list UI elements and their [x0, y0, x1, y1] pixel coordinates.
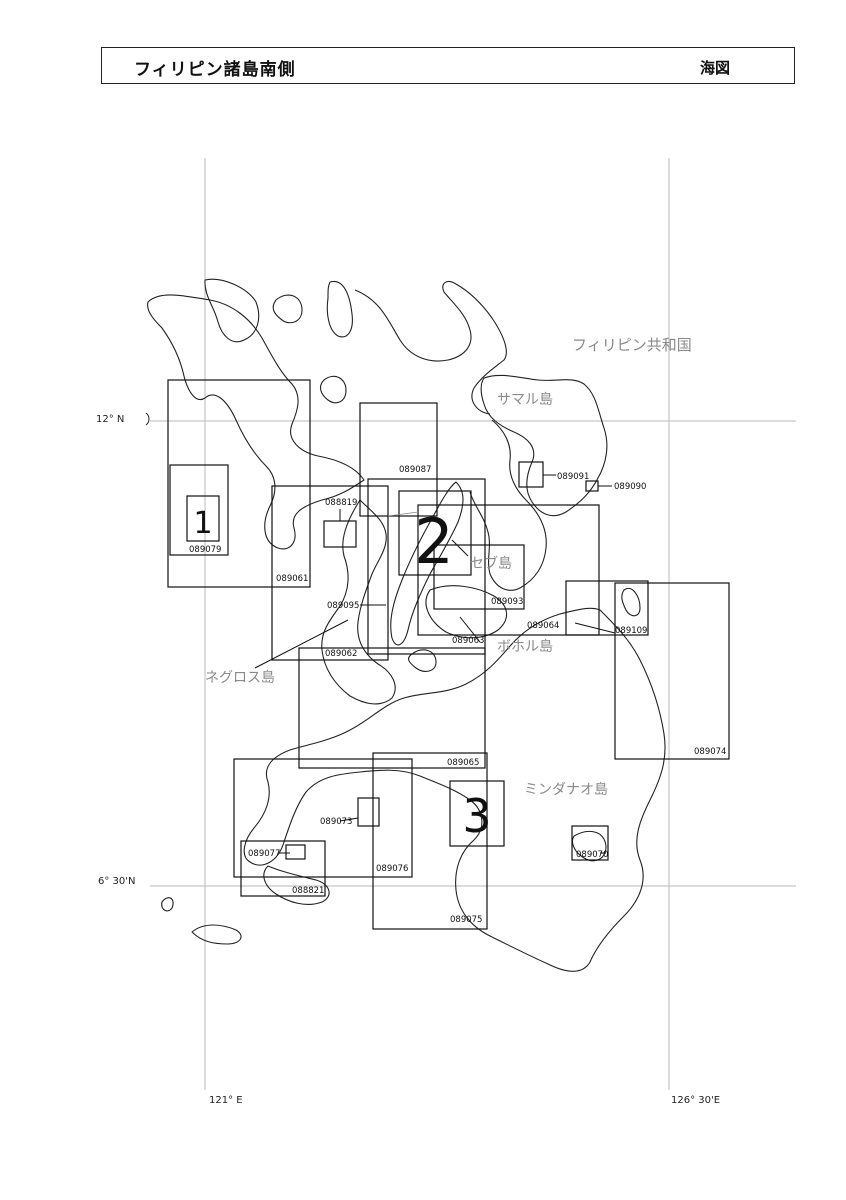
- coast-dinagat: [621, 588, 641, 617]
- chart-label-089075[interactable]: 089075: [450, 915, 482, 925]
- chart-label-089073[interactable]: 089073: [320, 817, 352, 827]
- chart-box-089070[interactable]: [571, 825, 609, 861]
- chart-box-area-2[interactable]: [398, 490, 472, 576]
- coordinate-labels: 12° N 6° 30'N 121° E 126° 30'E: [96, 414, 720, 1106]
- lat-label-6-30n: 6° 30'N: [98, 876, 136, 887]
- chart-label-089079[interactable]: 089079: [189, 545, 221, 555]
- lat-label-12n: 12° N: [96, 414, 124, 425]
- chart-label-089091[interactable]: 089091: [557, 472, 589, 482]
- chart-box-089090[interactable]: [585, 480, 599, 492]
- leader-lines: [254, 474, 616, 854]
- chart-box-088821[interactable]: [240, 840, 326, 897]
- label-pointers: [387, 511, 419, 517]
- chart-box-089074[interactable]: [614, 582, 730, 760]
- chart-box-088819[interactable]: [323, 520, 357, 548]
- chart-label-089095[interactable]: 089095: [327, 601, 359, 611]
- coast-mindoro-south: [204, 278, 260, 343]
- chart-box-089073[interactable]: [357, 797, 380, 827]
- coast-samar: [480, 374, 608, 517]
- area-number-2: 2: [414, 505, 453, 578]
- coast-small-island-a: [272, 294, 303, 324]
- lon-label-126-30e: 126° 30'E: [671, 1095, 720, 1106]
- chart-label-089090[interactable]: 089090: [614, 482, 646, 492]
- coast-masbate: [326, 280, 353, 338]
- chart-label-088819[interactable]: 088819: [325, 498, 357, 508]
- title-bar: フィリピン諸島南側 海図: [101, 47, 795, 84]
- chart-box-089064[interactable]: [417, 504, 600, 636]
- chart-box-089075[interactable]: [372, 752, 488, 930]
- chart-box-089061[interactable]: [271, 485, 389, 661]
- area-3-box[interactable]: [449, 780, 505, 847]
- coast-small-island-b: [319, 375, 347, 404]
- coast-mindanao: [243, 607, 666, 972]
- page-title: フィリピン諸島南側: [134, 60, 296, 80]
- chart-label-089062[interactable]: 089062: [325, 649, 357, 659]
- place-country: フィリピン共和国: [572, 336, 692, 354]
- place-negros: ネグロス島: [205, 670, 275, 686]
- chart-box-089076-area[interactable]: [233, 758, 413, 878]
- area-numbers: 1 2 3: [193, 505, 491, 843]
- coast-luzon-south: [354, 281, 507, 415]
- coast-bohol: [425, 585, 508, 639]
- area-number-3: 3: [462, 789, 491, 843]
- chart-box-089063[interactable]: [367, 478, 486, 655]
- place-bohol: ボホル島: [497, 639, 553, 655]
- chart-label-089061[interactable]: 089061: [276, 574, 308, 584]
- chart-box-089077[interactable]: [285, 844, 306, 860]
- chart-box-089079-area[interactable]: [167, 379, 311, 588]
- area-number-1: 1: [193, 506, 212, 541]
- chart-label-089109[interactable]: 089109: [615, 626, 647, 636]
- chart-label-089074[interactable]: 089074: [694, 747, 726, 757]
- lat-tick-mark: [145, 412, 150, 426]
- coast-negros: [321, 499, 396, 705]
- coast-leyte: [469, 419, 547, 591]
- chart-label-089065[interactable]: 089065: [447, 758, 479, 768]
- place-samar: サマル島: [497, 392, 553, 408]
- category-label: 海図: [699, 59, 730, 77]
- chart-label-089070[interactable]: 089070: [576, 850, 608, 860]
- chart-label-089093[interactable]: 089093: [491, 597, 523, 607]
- chart-box-089079[interactable]: [169, 464, 229, 556]
- coast-panay: [147, 294, 365, 550]
- coast-basilan: [191, 924, 242, 945]
- coast-cebu: [390, 481, 464, 646]
- coast-siquijor: [407, 649, 437, 672]
- chart-label-089064[interactable]: 089064: [527, 621, 559, 631]
- chart-label-089076[interactable]: 089076: [376, 864, 408, 874]
- chart-label-089087[interactable]: 089087: [399, 465, 431, 475]
- lon-label-121e: 121° E: [209, 1095, 243, 1106]
- chart-box-089093[interactable]: [433, 544, 525, 610]
- chart-label-089063[interactable]: 089063: [452, 636, 484, 646]
- area-1-box[interactable]: [186, 495, 220, 542]
- graticule: [150, 158, 796, 1090]
- chart-number-labels: 089079 089061 089087 088819 089091 08909…: [189, 465, 726, 925]
- chart-box-089065[interactable]: [298, 647, 486, 769]
- place-cebu: セブ島: [470, 555, 512, 572]
- place-names: フィリピン共和国 サマル島 セブ島 ボホル島 ネグロス島 ミンダナオ島: [205, 336, 692, 798]
- chart-coverage-boxes: [167, 379, 730, 930]
- chart-box-089109[interactable]: [565, 580, 649, 636]
- chart-label-089077[interactable]: 089077: [248, 849, 280, 859]
- chart-label-088821[interactable]: 088821: [292, 886, 324, 896]
- place-mindanao: ミンダナオ島: [524, 782, 608, 798]
- coast-islet: [161, 897, 174, 912]
